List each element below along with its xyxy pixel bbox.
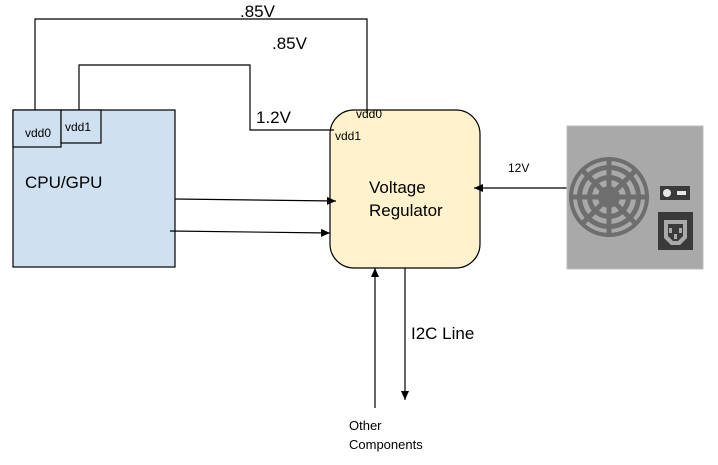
vdd0-voltage-label: .85V (240, 2, 275, 21)
cpu-vdd0-pin (12, 109, 62, 148)
regulator-label-line2: Regulator (369, 201, 443, 220)
power-input-label: 12V (508, 161, 530, 175)
vdd0-wire (34, 18, 368, 113)
other-components-label-line2: Components (349, 437, 423, 452)
regulator-label-line1: Voltage (369, 178, 426, 197)
vdd1-voltage-label: .85V (272, 34, 307, 53)
regulator-vdd1-label: vdd1 (335, 129, 362, 143)
power-supply-icon (566, 125, 704, 270)
regulator-vdd0-label: vdd0 (356, 107, 383, 121)
vdd1-wire (78, 64, 334, 131)
cpu-gpu-label: CPU/GPU (25, 173, 103, 192)
other-components-label-line1: Other (349, 418, 382, 433)
vdd1-alt-voltage-label: 1.2V (256, 108, 291, 127)
cpu-to-regulator-arrow-1 (174, 196, 337, 205)
cpu-vdd0-label: vdd0 (25, 126, 52, 140)
i2c-line-label: I2C Line (411, 324, 475, 343)
cpu-to-regulator-arrow-2 (169, 228, 331, 237)
cpu-vdd1-pin (60, 109, 102, 144)
cpu-vdd1-label: vdd1 (65, 120, 92, 134)
